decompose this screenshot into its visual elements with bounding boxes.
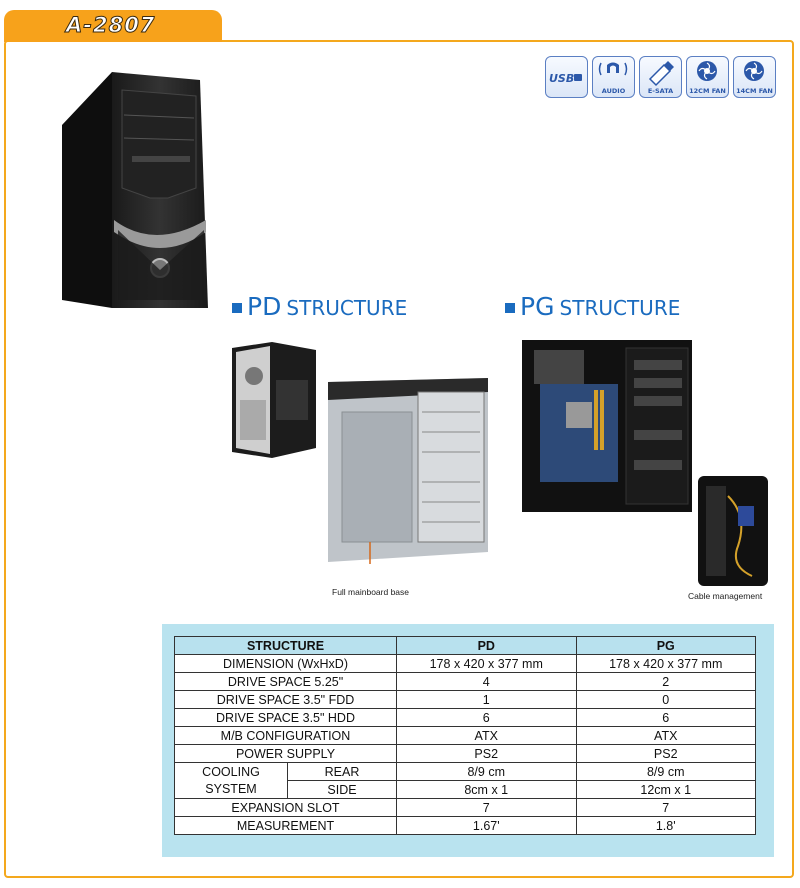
cable-caption: Cable management [688, 591, 763, 601]
fan-14cm-icon: 14CM FAN [733, 56, 776, 98]
audio-label: AUDIO [601, 87, 626, 95]
pd-rear-photo [232, 342, 316, 458]
model-tab: A-2807 [4, 10, 222, 42]
pd-structure-heading: PD STRUCTURE [232, 292, 407, 321]
audio-icon: AUDIO [592, 56, 635, 98]
mainboard-caption: Full mainboard base [332, 587, 410, 597]
header-pg: PG [575, 636, 756, 655]
esata-label: E-SATA [647, 87, 674, 95]
header-pd: PD [396, 636, 577, 655]
fan-12cm-icon: 12CM FAN [686, 56, 729, 98]
table-header-row: STRUCTURE PD PG [174, 636, 756, 655]
pg-structure-heading: PG STRUCTURE [505, 292, 680, 321]
model-title: A-2807 [65, 13, 156, 38]
page-frame [4, 40, 794, 878]
esata-icon: E-SATA [639, 56, 682, 98]
table-row-cooling-side: SYSTEM SIDE 8cm x 1 12cm x 1 [174, 780, 756, 799]
pg-chassis-photo [522, 340, 692, 512]
fan-14cm-label: 14CM FAN [736, 87, 773, 95]
pc-case-image [62, 72, 208, 308]
feature-icons: USB AUDIO E-SATA 12CM FAN 14CM FAN [545, 56, 776, 98]
table-row-cooling-rear: COOLING REAR 8/9 cm 8/9 cm [174, 762, 756, 781]
usb-icon: USB [545, 56, 588, 98]
fan-12cm-label: 12CM FAN [689, 87, 726, 95]
spec-table: STRUCTURE PD PG DIMENSION (WxHxD)178 x 4… [174, 636, 756, 835]
header-structure: STRUCTURE [174, 636, 397, 655]
pd-chassis-photo [328, 378, 488, 564]
pg-cable-photo [698, 476, 768, 586]
svg-text:USB: USB [549, 72, 574, 85]
